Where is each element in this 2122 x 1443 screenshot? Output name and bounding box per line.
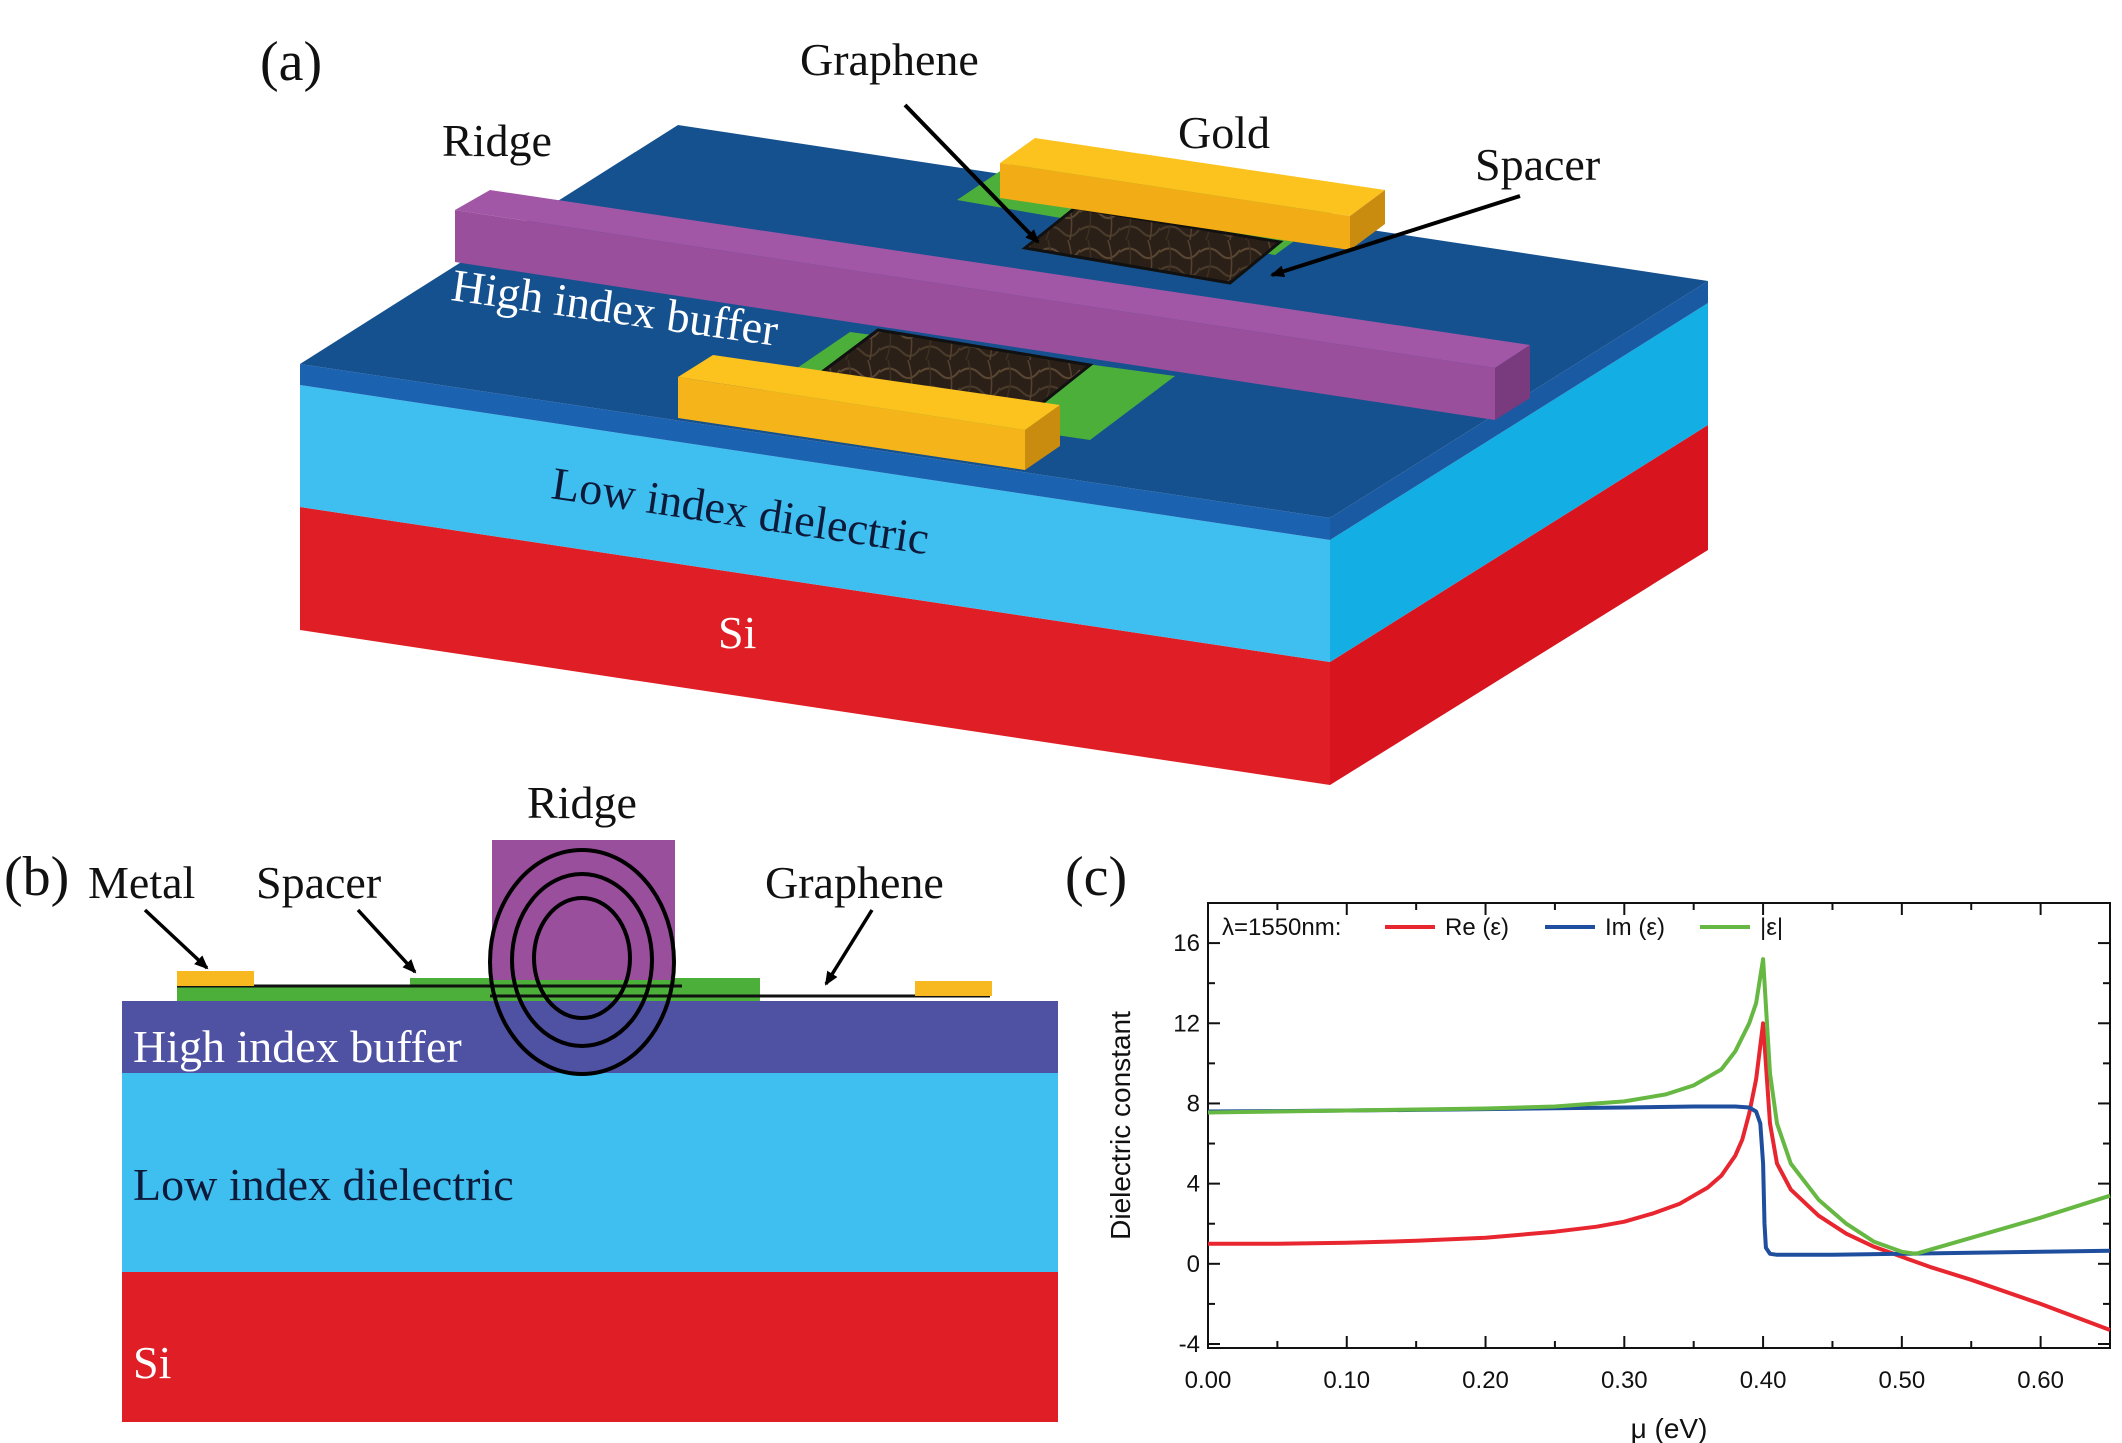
gold-front-side — [1025, 405, 1060, 470]
gold-front-top — [678, 355, 1060, 430]
high-index-layer-b — [122, 1001, 1058, 1073]
ridge-front — [455, 210, 1495, 420]
mode-contour-inner — [532, 896, 632, 1020]
x-tick-label: 0.10 — [1323, 1367, 1370, 1394]
legend-entry-2: Im (ε) — [1605, 914, 1665, 941]
ridge-side — [1495, 345, 1530, 420]
spacer-arrow-b — [356, 908, 417, 974]
x-tick-label: 0.30 — [1601, 1367, 1648, 1394]
y-axis-label: Dielectric constant — [1105, 1011, 1136, 1240]
metal-left-b — [177, 971, 254, 986]
low-index-front-face — [300, 385, 1330, 662]
panel-a-label: (a) — [260, 31, 322, 93]
si-label-a: Si — [718, 607, 756, 658]
legend-entry-1: Re (ε) — [1445, 914, 1509, 941]
low-index-side-face — [1330, 303, 1708, 662]
x-axis-label: μ (eV) — [1631, 1413, 1708, 1443]
ridge-top — [455, 190, 1530, 368]
y-tick-label: 12 — [1173, 1010, 1200, 1037]
x-tick-label: 0.50 — [1878, 1367, 1925, 1394]
ridge-label-a: Ridge — [442, 115, 552, 166]
x-tick-label: 0.40 — [1740, 1367, 1787, 1394]
ridge-b — [492, 840, 675, 980]
y-tick-label: 4 — [1187, 1171, 1200, 1198]
mode-contour-outer — [488, 848, 676, 1076]
gold-back-side — [1350, 190, 1385, 250]
metal-right-b — [915, 981, 992, 996]
gold-label-a: Gold — [1178, 107, 1270, 158]
panel-c: (c) 0.00 0.10 0.20 0.30 0.40 0.50 0.60 -4 0 4 8 12 1… — [1065, 846, 2111, 1443]
si-side-face — [1330, 425, 1708, 785]
panel-a: (a) Ridge Graphene Gold Spacer — [260, 31, 1708, 785]
plot-frame — [1207, 902, 2111, 1349]
y-tick-label: 8 — [1187, 1090, 1200, 1117]
x-tick-label: 0.00 — [1185, 1367, 1232, 1394]
panel-b-label: (b) — [4, 846, 69, 908]
graphene-arrow-b — [824, 909, 874, 986]
high-index-buffer-label-b: High index buffer — [133, 1021, 462, 1072]
spacer-step-b — [410, 978, 760, 988]
ridge-label-b: Ridge — [527, 777, 637, 828]
gold-front-front — [678, 377, 1025, 470]
series-line-1 — [1208, 1021, 2111, 1332]
high-index-side-face — [1330, 281, 1708, 540]
panel-c-label: (c) — [1065, 846, 1127, 908]
mode-contour-middle — [510, 872, 654, 1048]
high-index-front-face — [300, 364, 1330, 540]
graphene-arrow-a — [903, 103, 1040, 244]
series-line-2 — [1207, 1104, 2111, 1257]
low-index-layer-b — [122, 1073, 1058, 1272]
gold-back-front — [1000, 163, 1350, 250]
panel-b: (b) Ridge Metal Spacer Graphene High ind… — [4, 777, 1058, 1422]
graphene-label-a: Graphene — [800, 34, 979, 85]
metal-label-b: Metal — [88, 857, 195, 908]
series-line-3 — [1207, 957, 2111, 1256]
low-index-dielectric-label-b: Low index dielectric — [133, 1159, 514, 1210]
si-layer-b — [122, 1272, 1058, 1422]
y-tick-label: 16 — [1173, 930, 1200, 957]
metal-arrow-b — [143, 908, 209, 970]
graphene-back — [1021, 206, 1284, 285]
si-label-b: Si — [133, 1337, 171, 1388]
si-front-face — [300, 507, 1330, 785]
dielectric-chart: 0.00 0.10 0.20 0.30 0.40 0.50 0.60 -4 0 4 8 12 16 μ (… — [1105, 902, 2111, 1443]
spacer-label-b: Spacer — [256, 857, 381, 908]
graphene-label-b: Graphene — [765, 857, 944, 908]
y-tick-label: 0 — [1187, 1251, 1200, 1278]
spacer-label-a: Spacer — [1475, 139, 1600, 190]
legend-entry-3: |ε| — [1760, 914, 1783, 941]
spacer-arrow-a — [1270, 194, 1521, 278]
x-tick-label: 0.20 — [1462, 1367, 1509, 1394]
legend-prefix: λ=1550nm: — [1222, 914, 1341, 941]
gold-back-top — [1000, 138, 1385, 216]
x-tick-label: 0.60 — [2017, 1367, 2064, 1394]
y-tick-label: -4 — [1179, 1331, 1200, 1358]
